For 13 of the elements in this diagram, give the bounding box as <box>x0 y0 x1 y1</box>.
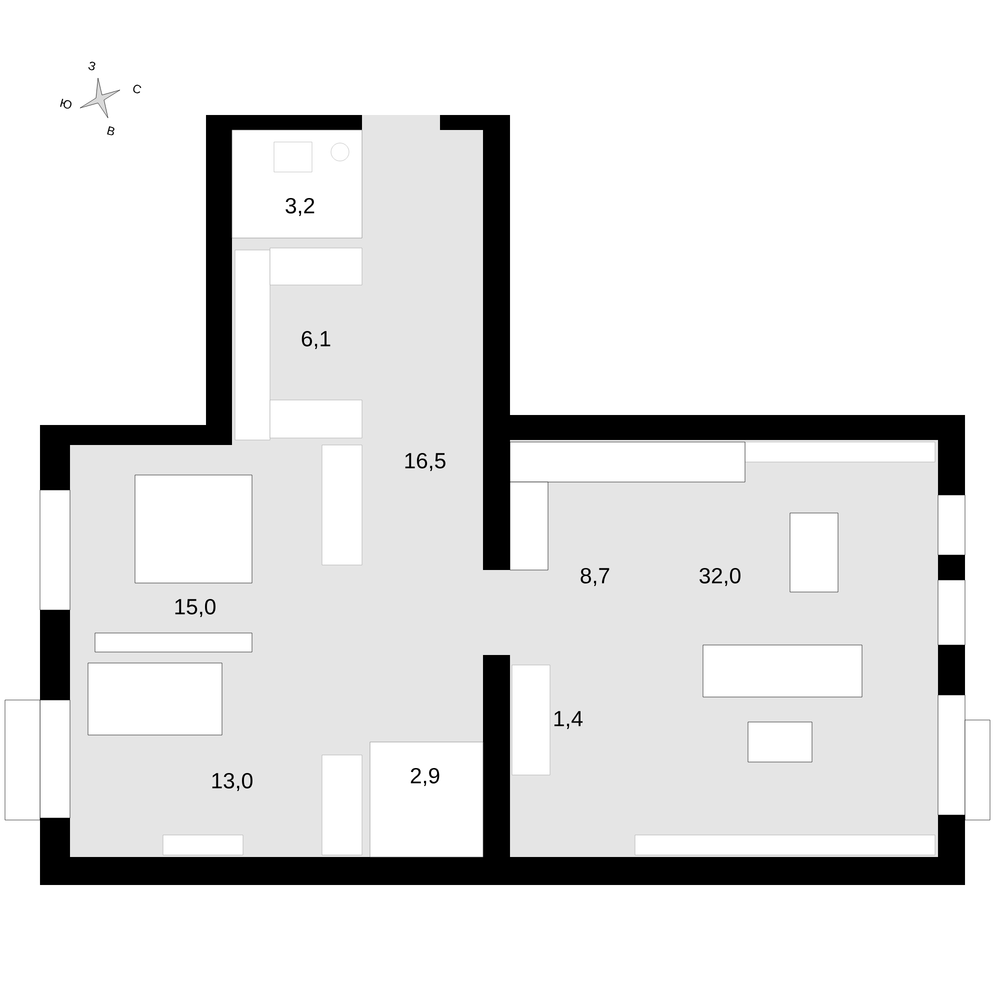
area-label: 3,2 <box>286 198 314 216</box>
area-label: 1,4 <box>554 711 583 729</box>
area-label: 32,0 <box>700 568 740 586</box>
compass-letter: В <box>107 126 114 136</box>
area-label: 2,9 <box>410 768 440 786</box>
compass-letter: Ю <box>60 98 72 109</box>
compass-letter: С <box>133 84 142 94</box>
area-label: 15,0 <box>175 598 216 618</box>
area-label: 16,5 <box>405 452 446 472</box>
area-label: 8,7 <box>580 568 610 586</box>
area-label: 13,0 <box>212 772 252 792</box>
area-label: 6,1 <box>302 330 330 350</box>
compass-letter: З <box>88 62 96 70</box>
